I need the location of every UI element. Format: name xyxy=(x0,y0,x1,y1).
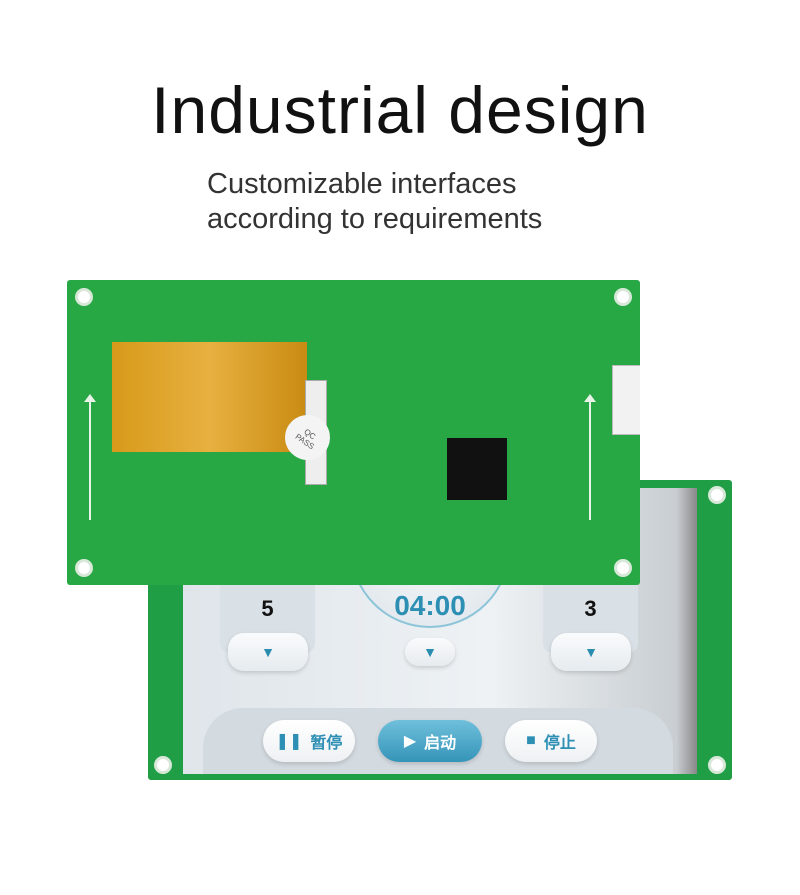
play-icon: ▶ xyxy=(403,733,417,750)
down-arrow-icon: ▼ xyxy=(261,644,275,660)
pause-icon: ❚❚ xyxy=(275,733,303,750)
mcu-chip xyxy=(447,438,507,500)
timer-display: 04:00 xyxy=(394,590,466,621)
left-value: 5 xyxy=(261,596,274,621)
page-title: Industrial design xyxy=(151,73,649,147)
mount-hole xyxy=(708,486,726,504)
mount-hole xyxy=(75,288,93,306)
arrow-up-icon xyxy=(584,394,596,520)
right-value: 3 xyxy=(584,596,597,621)
mount-hole xyxy=(614,559,632,577)
pause-button[interactable]: ❚❚ 暂停 xyxy=(263,720,355,762)
down-arrow-icon: ▼ xyxy=(584,644,598,660)
pause-label: 暂停 xyxy=(310,735,343,752)
mount-hole xyxy=(708,756,726,774)
timer-down-button[interactable]: ▼ xyxy=(405,638,455,666)
pin-header xyxy=(612,365,640,435)
start-button[interactable]: ▶ 启动 xyxy=(378,720,482,762)
flex-cable xyxy=(112,342,307,452)
stop-button[interactable]: ■ 停止 xyxy=(505,720,597,762)
subtitle-line-1: Customizable interfaces xyxy=(207,168,517,200)
arrow-up-icon xyxy=(84,394,96,520)
left-down-button[interactable]: ▼ xyxy=(228,633,308,671)
stop-label: 停止 xyxy=(543,735,576,752)
subtitle-line-2: according to requirements xyxy=(207,203,543,235)
stop-icon: ■ xyxy=(526,732,536,749)
start-label: 启动 xyxy=(424,735,457,752)
down-arrow-icon: ▼ xyxy=(423,644,437,660)
right-down-button[interactable]: ▼ xyxy=(551,633,631,671)
mount-hole xyxy=(75,559,93,577)
mount-hole xyxy=(154,756,172,774)
mount-hole xyxy=(614,288,632,306)
